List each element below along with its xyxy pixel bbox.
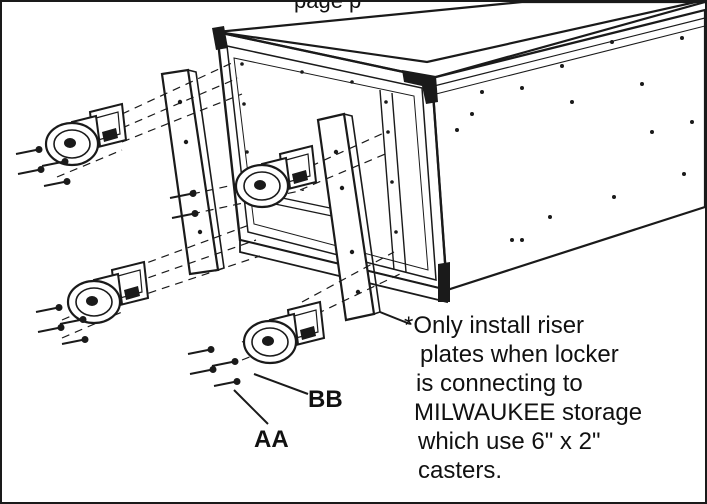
callout-bb: BB (308, 386, 343, 413)
callout-aa: AA (254, 426, 289, 453)
header-partial-text: page p (294, 2, 361, 13)
note-line-5: which use 6" x 2" (417, 428, 600, 455)
note-line-1: *Only install riser (404, 312, 584, 339)
panel-rivets (455, 36, 694, 242)
caster-middle (234, 144, 318, 209)
note-line-2: plates when locker (420, 341, 619, 368)
installation-note: *Only install riser plates when locker i… (404, 312, 642, 484)
leader-lines (233, 311, 411, 425)
note-line-6: casters. (418, 457, 502, 484)
caster-bottom-front (242, 300, 326, 365)
riser-plate-right (316, 112, 381, 322)
riser-plate-left (160, 68, 225, 276)
caster-top-left (44, 102, 128, 167)
note-line-3: is connecting to (416, 370, 583, 397)
note-line-4: MILWAUKEE storage (414, 399, 642, 426)
caster-bottom-left (66, 260, 150, 325)
bolts-bottom-front (187, 345, 242, 387)
